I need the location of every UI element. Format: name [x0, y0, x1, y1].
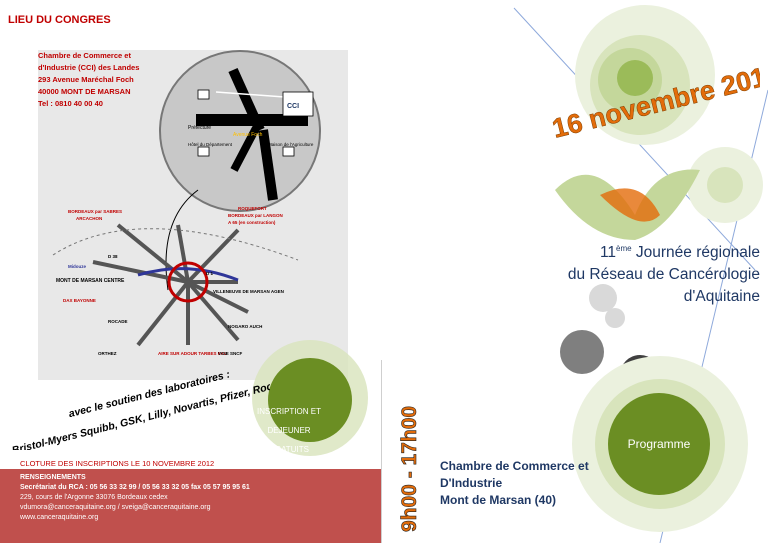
- cci-logo-box: [282, 91, 314, 117]
- programme-badge: Programme: [608, 393, 710, 495]
- inscription-badge: INSCRIPTION ET DEJEUNER GRATUITS: [248, 402, 330, 459]
- section-title: LIEU DU CONGRES: [8, 14, 111, 26]
- label-d1: D 1: [206, 271, 214, 276]
- deco-grey-circle: [605, 308, 625, 328]
- event-title: 11ème Journée régionale du Réseau de Can…: [500, 238, 760, 308]
- info-website: www.canceraquitaine.org: [20, 514, 99, 521]
- inset-road-3: [230, 126, 260, 172]
- inscription-line: INSCRIPTION ET: [256, 407, 321, 416]
- fold-line: [381, 360, 382, 543]
- deco-grey-circle: [589, 284, 617, 312]
- label-centre: MONT DE MARSAN CENTRE: [56, 278, 125, 284]
- inset-building-1: [197, 89, 210, 100]
- sponsors-line: Bristol-Myers Squibb, GSK, Lilly, Novart…: [11, 366, 270, 450]
- info-box: RENSEIGNEMENTS Secrétariat du RCA : 05 5…: [0, 469, 382, 543]
- address-line: Chambre de Commerce et: [38, 51, 131, 60]
- label-hotel-dep: Hôtel du Département: [188, 142, 233, 147]
- deco-leaf-accent: [600, 188, 660, 222]
- deco-circle: [617, 60, 653, 96]
- info-emails: vdumora@canceraquitaine.org / sveiga@can…: [20, 504, 211, 511]
- inscription-line: DEJEUNER GRATUITS: [267, 426, 311, 454]
- info-heading: RENSEIGNEMENTS: [20, 474, 86, 481]
- label-aire: AIRE SUR ADOUR TARBES PAU: [158, 351, 227, 356]
- edition-number: 11: [599, 244, 617, 262]
- label-maison-agri: Maison de l'Agriculture: [268, 142, 314, 147]
- label-villeneuve: VILLENEUVE DE MARSAN AGEN: [213, 289, 284, 294]
- label-roquefort: ROQUEFORT: [238, 206, 267, 211]
- event-title-line-2: du Réseau de Cancérologie: [567, 266, 760, 284]
- label-midouze: Midouze: [68, 264, 86, 269]
- info-secretariat: Secrétariat du RCA : 05 56 33 32 99 / 05…: [20, 484, 250, 491]
- label-bordeaux-sabres: BORDEAUX par SABRES: [68, 209, 122, 214]
- venue-address: Chambre de Commerce et d'Industrie (CCI)…: [38, 50, 153, 110]
- label-nogaro: NOGARO AUCH: [228, 324, 262, 329]
- closing-notice: CLOTURE DES INSCRIPTIONS LE 10 NOVEMBRE …: [20, 459, 215, 468]
- inscription-circles: [252, 340, 368, 456]
- label-a65: A 65 (en construction): [228, 220, 276, 225]
- venue-line: Mont de Marsan (40): [440, 493, 557, 507]
- date-banner-text: 16 novembre 2012: [549, 58, 760, 144]
- inset-road-1: [228, 67, 265, 133]
- address-line: 293 Avenue Maréchal Foch: [38, 75, 134, 84]
- cci-logo-text: CCI: [287, 103, 299, 110]
- venue-line: D'Industrie: [440, 476, 503, 490]
- venue-line: Chambre de Commerce et: [440, 459, 589, 473]
- time-range: 9h00 - 17h00: [398, 406, 422, 533]
- event-title-line-3: d'Aquitaine: [683, 288, 760, 306]
- inset-building-3: [282, 146, 295, 157]
- inset-building-2: [197, 146, 210, 157]
- event-title-rest: Journée régionale: [631, 244, 760, 262]
- label-arcachon: ARCACHON: [76, 216, 102, 221]
- label-d38: D 38: [108, 254, 118, 259]
- address-line: Tel : 0810 40 00 40: [38, 99, 103, 108]
- info-address: 229, cours de l'Argonne 33076 Bordeaux c…: [20, 494, 168, 501]
- label-avenue: Avenue Foch: [233, 132, 263, 138]
- sncf-line: [52, 228, 299, 261]
- access-map: CCI Préfecture Avenue Foch Hôtel du Dépa…: [38, 50, 348, 380]
- label-prefecture: Préfecture: [188, 125, 211, 131]
- time-range-text: 9h00 - 17h00: [398, 406, 421, 532]
- label-dax: DAX BAYONNE: [63, 298, 96, 303]
- rocade-ring: [167, 261, 209, 303]
- map-graphic: CCI Préfecture Avenue Foch Hôtel du Dépa…: [52, 50, 321, 356]
- event-title-line-1: 11ème Journée régionale: [500, 238, 760, 264]
- midouze-river: [137, 267, 239, 282]
- deco-grey-circle: [560, 330, 604, 374]
- deco-circle: [707, 167, 743, 203]
- label-voie: VOIE SNCF: [218, 351, 243, 356]
- address-line: d'Industrie (CCI) des Landes: [38, 63, 140, 72]
- label-orthez: ORTHEZ: [98, 351, 117, 356]
- sponsors-banner: avec le soutien des laboratoires : Brist…: [11, 366, 270, 450]
- date-banner: 16 novembre 2012: [549, 58, 760, 144]
- edition-superscript: ème: [616, 244, 632, 253]
- venue-block: Chambre de Commerce et D'Industrie Mont …: [440, 458, 589, 509]
- address-line: 40000 MONT DE MARSAN: [38, 87, 131, 96]
- label-bordeaux-langon: BORDEAUX par LANGON: [228, 213, 283, 218]
- label-rocade: ROCADE: [108, 319, 128, 324]
- inset-road-2: [258, 129, 278, 201]
